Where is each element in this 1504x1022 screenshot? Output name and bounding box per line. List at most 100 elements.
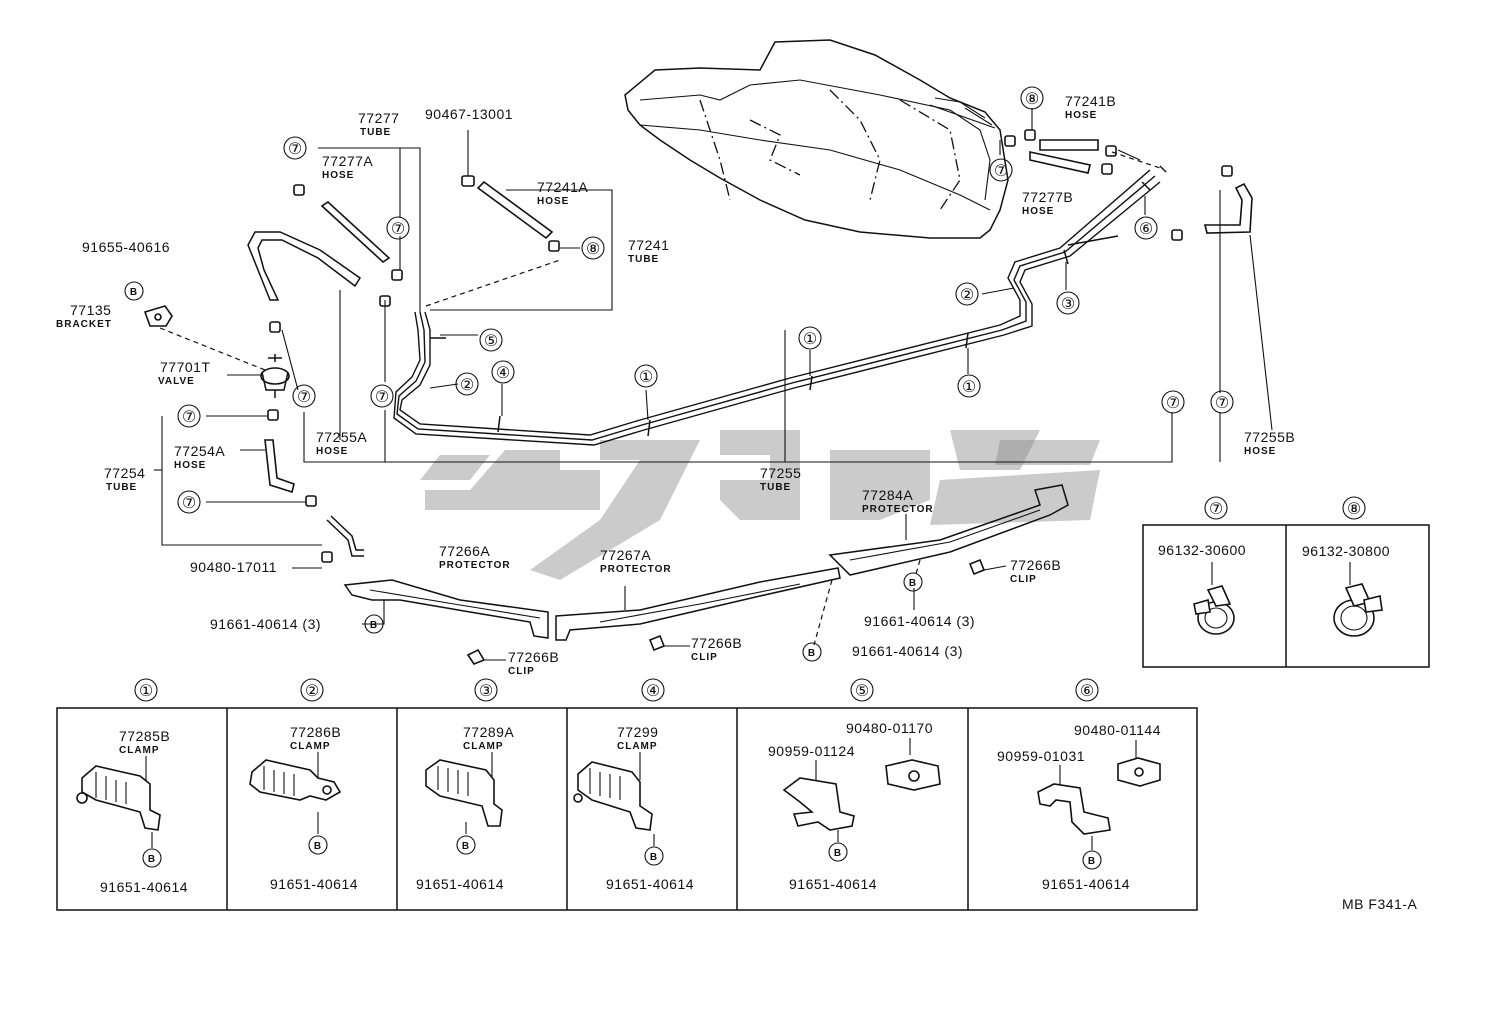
protector-77267a <box>555 567 841 641</box>
part-type-hose: HOSE <box>1022 206 1054 217</box>
callout-6: ⑥ <box>1139 221 1153 238</box>
part-type-hose: HOSE <box>316 446 348 457</box>
part-labels: 91655-40616 B 77135 BRACKET 77701T VALVE… <box>56 93 1295 677</box>
part-label-90467-13001: 90467-13001 <box>425 106 513 122</box>
callout-7: ⑦ <box>297 389 311 406</box>
callout-7: ⑦ <box>182 409 196 426</box>
part-label-77701t: 77701T <box>160 359 210 375</box>
bolt-marker: B <box>834 848 842 859</box>
part-type-clip: CLIP <box>1010 574 1037 585</box>
detail-bolt-91651-40614: 91651-40614 <box>606 876 694 892</box>
part-type-hose: HOSE <box>322 170 354 181</box>
detail-bolt-91651-40614: 91651-40614 <box>789 876 877 892</box>
part-label-77241b: 77241B <box>1065 93 1116 109</box>
hose-77241a <box>476 180 554 240</box>
bolt-marker: B <box>148 854 156 865</box>
watermark-logo <box>420 430 1100 580</box>
part-type-tube: TUBE <box>628 254 659 265</box>
detail-bolt-91651-40614: 91651-40614 <box>1042 876 1130 892</box>
legend-part-96132-30800: 96132-30800 <box>1302 543 1390 559</box>
detail-part-77286b: 77286B <box>290 724 341 740</box>
callout-1: ① <box>639 369 653 386</box>
clamp-icon <box>1037 783 1111 835</box>
hose-77277-curved <box>247 231 362 301</box>
detail-callout-3: ③ <box>479 683 493 700</box>
callout-4: ④ <box>496 365 510 382</box>
callout-7: ⑦ <box>1166 395 1180 412</box>
part-label-77254a: 77254A <box>174 443 225 459</box>
part-type-hose: HOSE <box>1065 110 1097 121</box>
part-label-77266b: 77266B <box>691 635 742 651</box>
tube-77254-end <box>326 515 364 557</box>
grommet-icon <box>1117 757 1161 787</box>
callout-7: ⑦ <box>994 163 1008 180</box>
part-label-77277a: 77277A <box>322 153 373 169</box>
clamp-icon <box>425 759 503 827</box>
callout-1: ① <box>962 379 976 396</box>
part-label-77284a: 77284A <box>862 487 913 503</box>
part-label-77277b: 77277B <box>1022 189 1073 205</box>
detail-callout-6: ⑥ <box>1080 683 1094 700</box>
callout-3: ③ <box>1061 296 1075 313</box>
hose-77277b <box>1029 151 1091 174</box>
callout-8: ⑧ <box>1025 91 1039 108</box>
part-label-91661-40614: 91661-40614 (3) <box>210 616 321 632</box>
detail-part-90480-01144: 90480-01144 <box>1074 722 1161 738</box>
clamp-icon <box>573 761 653 831</box>
part-label-77277: 77277 <box>358 110 399 126</box>
clamp-detail-boxes: ① ② ③ ④ ⑤ ⑥ 77285B CLAMP B 91651-40614 7… <box>56 678 1198 911</box>
fuel-tank-outline <box>624 39 1009 239</box>
clamp-icon <box>782 777 855 831</box>
part-type-hose: HOSE <box>174 460 206 471</box>
hose-77254a <box>264 439 295 494</box>
bolt-marker: B <box>130 287 138 298</box>
part-label-77135: 77135 <box>70 302 111 318</box>
part-type-protector: PROTECTOR <box>600 564 672 575</box>
hose-77241b <box>1039 139 1099 151</box>
hose-clip-icon <box>1193 585 1235 635</box>
part-type-tube: TUBE <box>106 482 137 493</box>
part-label-77266b: 77266B <box>508 649 559 665</box>
valve-77701t <box>260 354 290 398</box>
legend-callout-8: ⑧ <box>1347 501 1361 518</box>
bolt-marker: B <box>808 648 816 659</box>
clamp-icon <box>249 759 342 801</box>
detail-bolt-91651-40614: 91651-40614 <box>100 879 188 895</box>
callout-7: ⑦ <box>375 389 389 406</box>
part-type-hose: HOSE <box>1244 446 1276 457</box>
part-label-77267a: 77267A <box>600 547 651 563</box>
detail-bolt-91651-40614: 91651-40614 <box>416 876 504 892</box>
bolt-marker: B <box>314 841 322 852</box>
callout-7: ⑦ <box>1215 395 1229 412</box>
callout-2: ② <box>460 377 474 394</box>
protector-clip-pieces <box>466 558 986 665</box>
callout-circles <box>177 86 1234 514</box>
callout-1: ① <box>803 331 817 348</box>
bolt-marker: B <box>370 620 378 631</box>
part-type-clip: CLIP <box>508 666 535 677</box>
detail-type-clamp: CLAMP <box>463 741 504 752</box>
hose-clip-icon <box>1333 583 1383 637</box>
detail-type-clamp: CLAMP <box>290 741 331 752</box>
part-type-protector: PROTECTOR <box>862 504 934 515</box>
part-type-bracket: BRACKET <box>56 319 112 330</box>
hose-77255b <box>1203 182 1253 234</box>
part-label-77255b: 77255B <box>1244 429 1295 445</box>
clip-legend-boxes: ⑦ ⑧ 96132-30600 96132-30800 <box>1142 496 1430 668</box>
detail-callout-4: ④ <box>646 683 660 700</box>
part-label-90480-17011: 90480-17011 <box>190 559 277 575</box>
grommet-icon <box>885 759 941 791</box>
detail-part-77299: 77299 <box>617 724 658 740</box>
callout-5: ⑤ <box>484 333 498 350</box>
callout-numbers: ⑦ ⑦ ⑦ ⑦ ⑦ ⑦ ⑦ ⑦ ⑦ ⑧ ⑧ ⑤ ② ④ ① ① ① ② ③ ⑥ <box>182 91 1229 512</box>
protector-77284a <box>828 484 1069 576</box>
part-type-tube: TUBE <box>760 482 791 493</box>
part-type-protector: PROTECTOR <box>439 560 511 571</box>
part-label-77255a: 77255A <box>316 429 367 445</box>
bolt-marker: B <box>909 578 917 589</box>
part-type-clip: CLIP <box>691 652 718 663</box>
part-label-91661-40614: 91661-40614 (3) <box>852 643 963 659</box>
detail-type-clamp: CLAMP <box>119 745 160 756</box>
protector-77266a <box>343 579 549 639</box>
